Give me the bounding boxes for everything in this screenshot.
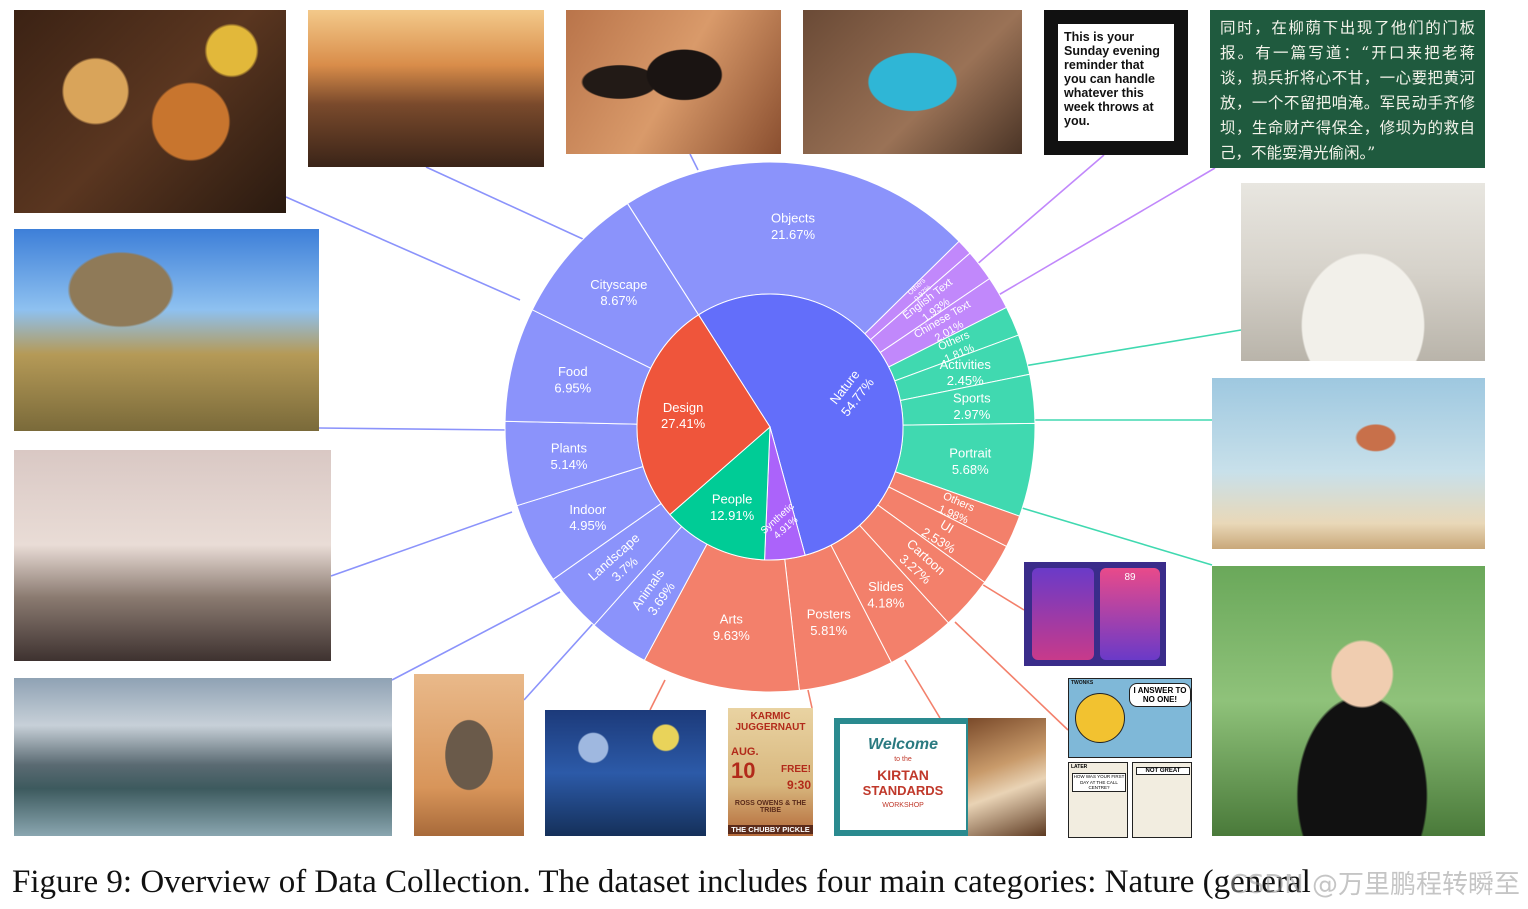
outer-label-nature-animals: Animals3.69% bbox=[629, 566, 681, 622]
poster-band: ROSS OWENS & THE TRIBE bbox=[734, 800, 807, 814]
elephant-photo bbox=[414, 674, 524, 836]
comic-panel-bottom-right: NOT GREAT bbox=[1132, 762, 1192, 838]
inner-slice-people bbox=[669, 425, 771, 561]
ui-value: 89 bbox=[1124, 572, 1136, 583]
comic-later: LATER bbox=[1071, 764, 1088, 770]
leader-food bbox=[285, 196, 521, 301]
poster-title: KARMIC JUGGERNAUT bbox=[735, 711, 806, 733]
tree-photo bbox=[14, 229, 319, 431]
inner-ring bbox=[636, 293, 904, 561]
comic-panel-top: TWONKS I ANSWER TO NO ONE! bbox=[1068, 678, 1192, 758]
watermark: CSDN @万里鹏程转瞬至 bbox=[1229, 870, 1520, 900]
leader-animals bbox=[523, 617, 599, 701]
poster-venue: THE CHUBBY PICKLE bbox=[728, 825, 813, 834]
welcome-to: to the bbox=[894, 756, 912, 763]
welcome-photo bbox=[968, 718, 1046, 836]
family-photo bbox=[1241, 183, 1485, 361]
inner-slice-nature bbox=[697, 293, 904, 556]
leader-lines bbox=[285, 153, 1242, 731]
poster-sample: KARMIC JUGGERNAUT AUG. 10 FREE! 9:30 ROS… bbox=[728, 708, 813, 836]
poster-time: 9:30 bbox=[786, 778, 811, 792]
welcome-title: Welcome bbox=[868, 736, 938, 753]
ui-sample: 89 bbox=[1024, 562, 1166, 666]
comic-label: TWONKS bbox=[1071, 680, 1094, 686]
leader-posters bbox=[807, 689, 813, 709]
cartoon-sample: TWONKS I ANSWER TO NO ONE! LATER HOW WAS… bbox=[1068, 678, 1192, 838]
english-text-sample: This is your Sunday evening reminder tha… bbox=[1044, 10, 1188, 155]
toy-car-photo bbox=[803, 10, 1022, 154]
leader-activities bbox=[1011, 329, 1242, 369]
comic-bubble1: I ANSWER TO NO ONE! bbox=[1129, 683, 1191, 707]
poster-month: AUG. bbox=[731, 746, 759, 758]
comic-bubble2: HOW WAS YOUR FIRST DAY AT THE CALL CENTR… bbox=[1072, 773, 1126, 792]
leader-ui bbox=[979, 582, 1025, 611]
welcome-workshop: WORKSHOP bbox=[882, 802, 924, 809]
welcome-kirtan: KIRTAN bbox=[877, 767, 929, 783]
comic-panel-bottom-left: LATER HOW WAS YOUR FIRST DAY AT THE CALL… bbox=[1068, 762, 1128, 838]
inner-slice-design bbox=[636, 314, 771, 516]
comic-bubble3: NOT GREAT bbox=[1136, 767, 1190, 775]
figure-caption: Figure 9: Overview of Data Collection. T… bbox=[12, 864, 1311, 900]
bags-photo bbox=[566, 10, 781, 154]
starry-night-photo bbox=[545, 710, 706, 836]
cityscape-photo bbox=[308, 10, 544, 167]
mountain-photo bbox=[14, 678, 392, 836]
basketball-photo bbox=[1212, 378, 1485, 549]
leader-plants bbox=[318, 427, 509, 431]
outer-ring bbox=[504, 161, 1036, 693]
welcome-standards: STANDARDS bbox=[862, 783, 944, 798]
leader-slides bbox=[904, 659, 941, 719]
ui-screen-left bbox=[1032, 568, 1094, 660]
poster-day: 10 bbox=[731, 758, 756, 783]
leader-cityscape bbox=[425, 166, 586, 241]
leader-objects bbox=[689, 153, 699, 171]
food-photo bbox=[14, 10, 286, 213]
leader-landscape bbox=[391, 591, 561, 681]
graduate-photo bbox=[1212, 566, 1485, 836]
poster-free: FREE! bbox=[781, 764, 811, 775]
indoor-photo bbox=[14, 450, 331, 661]
leader-chinese-text bbox=[989, 167, 1216, 301]
chinese-text-sample: 同时，在柳荫下出现了他们的门板报。有一篇写道：“开口来把老蒋谈，损兵折将心不甘，… bbox=[1210, 10, 1485, 168]
sunday-note-text: This is your Sunday evening reminder tha… bbox=[1058, 24, 1174, 141]
leader-portrait bbox=[1021, 507, 1213, 566]
leader-arts bbox=[649, 679, 666, 711]
leader-english-text bbox=[974, 154, 1105, 267]
ui-screen-right: 89 bbox=[1100, 568, 1160, 660]
welcome-card: Welcome to the KIRTAN STANDARDS WORKSHOP bbox=[840, 724, 966, 830]
slides-sample: Welcome to the KIRTAN STANDARDS WORKSHOP bbox=[834, 718, 1046, 836]
leader-cartoon bbox=[954, 621, 1069, 731]
comic-face bbox=[1075, 693, 1125, 743]
leader-indoor bbox=[330, 511, 513, 577]
